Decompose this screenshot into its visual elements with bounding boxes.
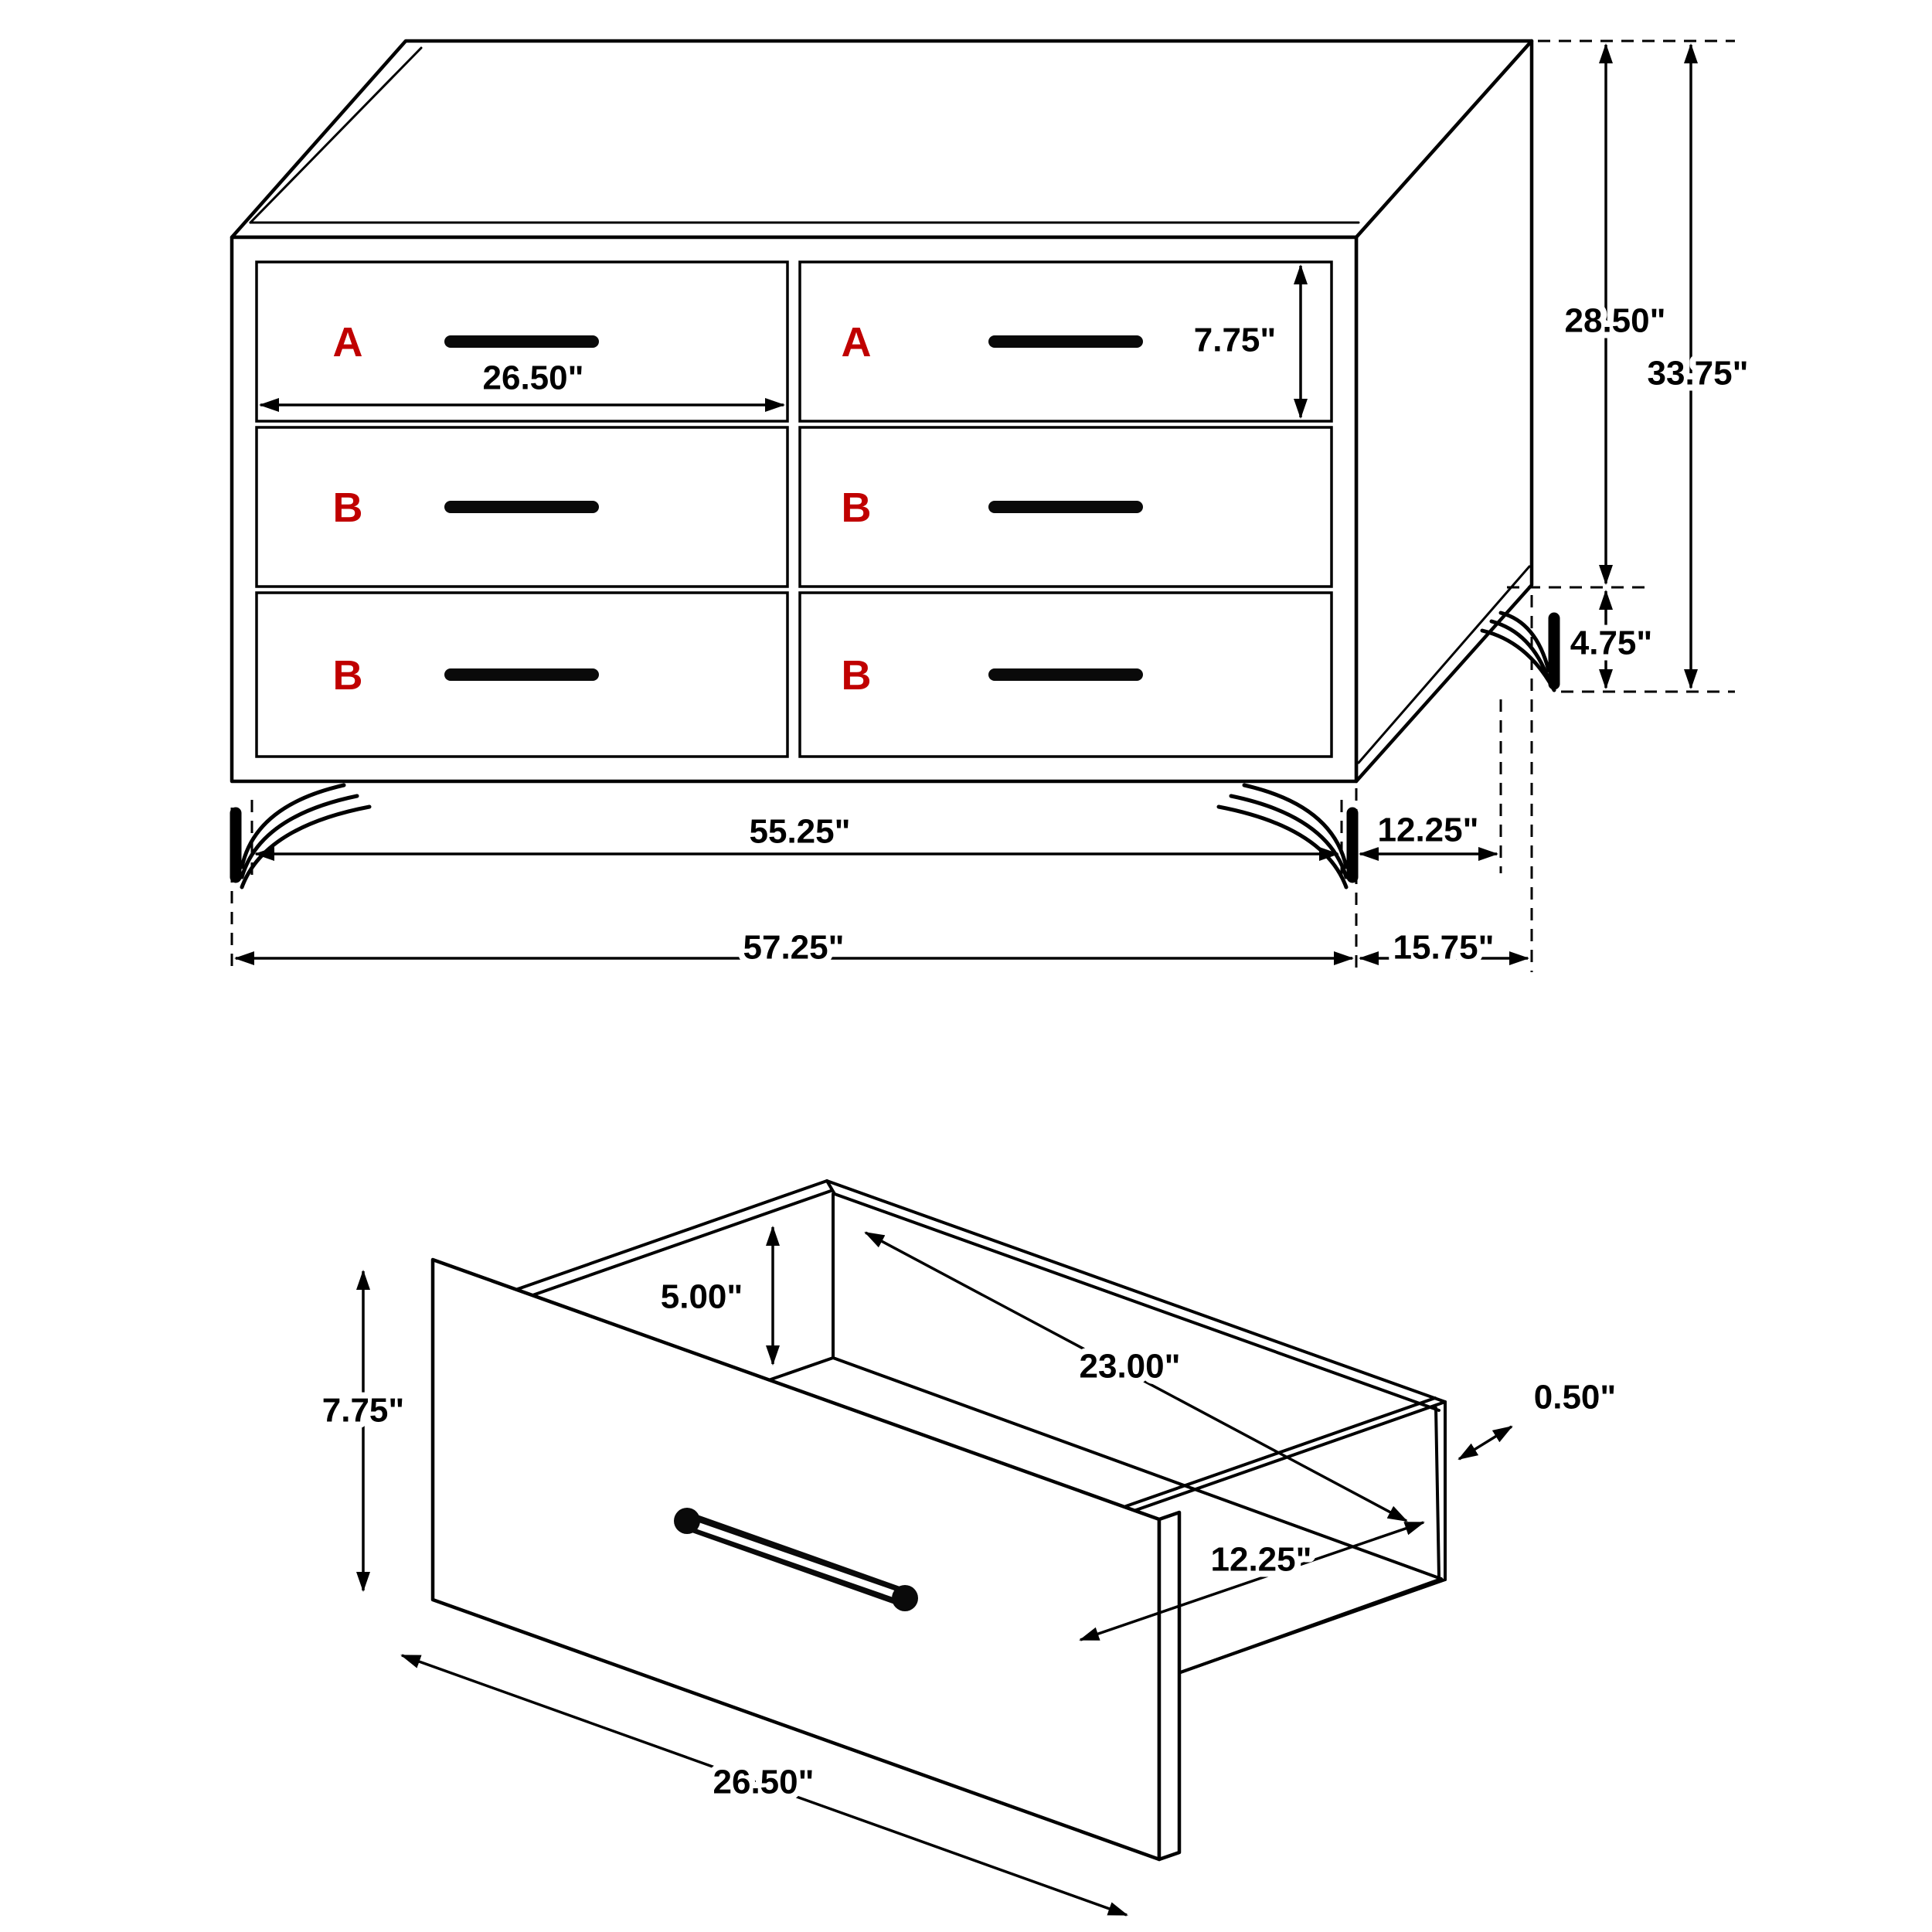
drawer-label: B (842, 485, 872, 531)
dim-label-front-height: 7.75" (322, 1392, 405, 1430)
drawer-label: A (333, 319, 363, 366)
dim-arrow-inner-length (864, 1231, 1408, 1522)
dim-label-inner-height: 5.00" (661, 1278, 743, 1316)
dim-label-leg-span-width: 55.25" (750, 813, 851, 851)
dim-label-leg-span-depth: 12.25" (1378, 811, 1479, 849)
dresser-top-face (230, 39, 1534, 240)
dim-label-overall-width: 57.25" (743, 929, 845, 967)
drawer-handle (988, 668, 1143, 681)
hairpin-leg-back-right (1480, 611, 1560, 692)
drawer-label: A (842, 319, 872, 366)
drawer-front-panel-edge (1157, 1510, 1182, 1862)
dim-label-inner-width: 12.25" (1211, 1541, 1312, 1579)
drawer-view: 7.75" 5.00" 23.00" 0.50" 12.25" 26.50" (316, 1179, 1622, 1917)
dim-arrow-inner-width (1079, 1521, 1425, 1641)
drawer-handle (988, 501, 1143, 513)
top-face-edge-line-left (249, 46, 423, 224)
dim-label-front-width: 26.50" (713, 1764, 815, 1801)
dim-label-drawer-width: 26.50" (483, 359, 584, 397)
hairpin-leg-front-right (1216, 783, 1359, 889)
drawer-label: B (333, 485, 363, 531)
dim-label-case-height: 28.50" (1565, 302, 1666, 340)
drawer-label: B (333, 652, 363, 699)
drawer-handle (444, 668, 599, 681)
drawer-handle (444, 335, 599, 348)
drawer-handle (988, 335, 1143, 348)
drawer-handle (444, 501, 599, 513)
drawer-handle (674, 1508, 918, 1611)
hairpin-leg-front-left (230, 783, 372, 889)
dim-label-overall-height: 33.75" (1648, 355, 1749, 393)
drawer-label: B (842, 652, 872, 699)
dim-label-leg-height: 4.75" (1570, 624, 1653, 662)
dim-arrow-side-thickness (1458, 1425, 1513, 1461)
dresser-view: A A B B B B (230, 39, 1754, 973)
dim-label-inner-length: 23.00" (1080, 1348, 1181, 1386)
dim-label-overall-depth: 15.75" (1393, 929, 1495, 967)
dim-label-drawer-height: 7.75" (1194, 321, 1277, 359)
side-face-rail-line (1357, 565, 1531, 764)
dim-arrow-front-width (400, 1654, 1128, 1917)
dim-label-side-thickness: 0.50" (1534, 1379, 1617, 1417)
